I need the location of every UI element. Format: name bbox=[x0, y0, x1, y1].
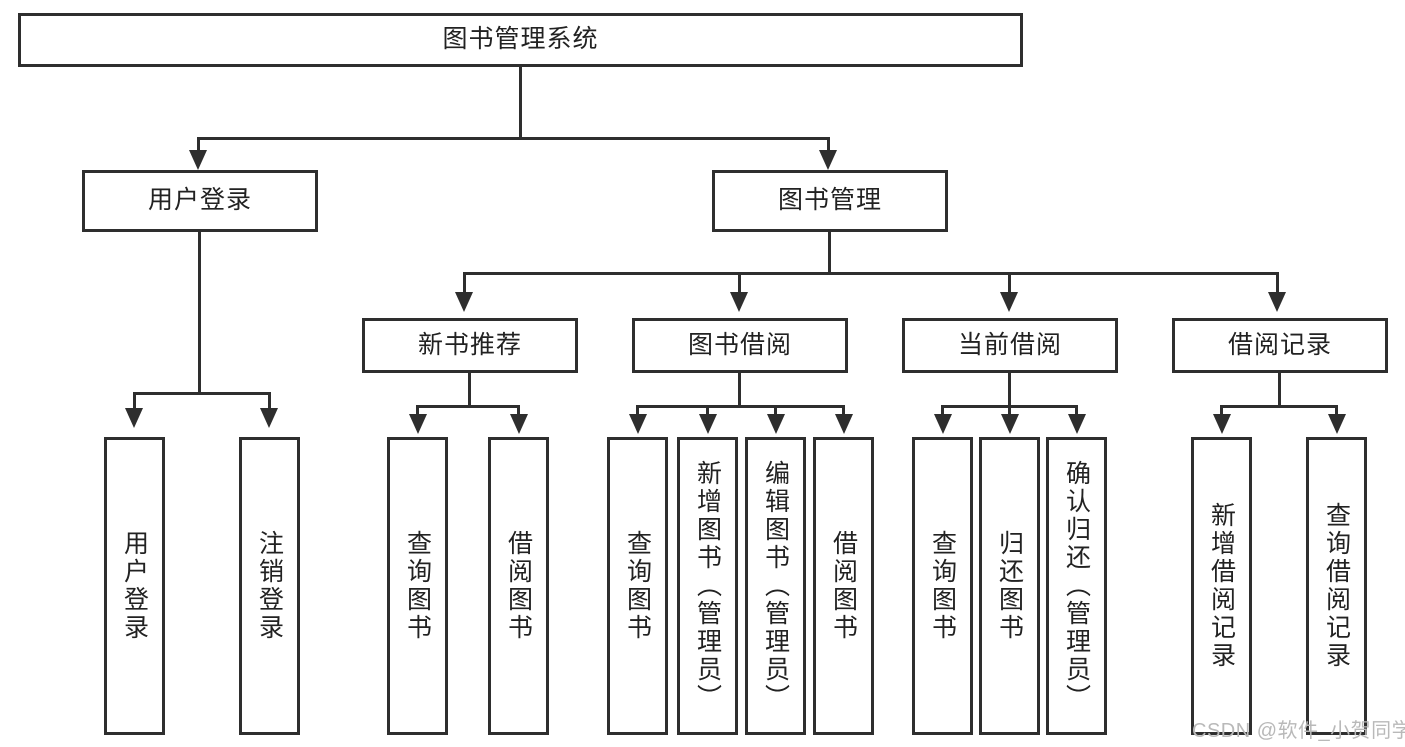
arrowhead-new-book-2 bbox=[510, 414, 528, 434]
arrowhead-user-login-1 bbox=[125, 408, 143, 428]
edge-borrow-record-stem bbox=[1278, 373, 1281, 407]
edge-new-book-drop-1 bbox=[416, 405, 419, 419]
arrowhead-current-borrow-2 bbox=[1001, 414, 1019, 434]
leaf-borrow-record-query[interactable]: 查询借阅记录 bbox=[1306, 437, 1367, 735]
leaf-label: 确认归还（管理员） bbox=[1062, 460, 1091, 712]
leaf-label: 注销登录 bbox=[255, 530, 284, 642]
leaf-book-borrow-edit[interactable]: 编辑图书（管理员） bbox=[745, 437, 806, 735]
leaf-label: 编辑图书（管理员） bbox=[761, 460, 790, 712]
edge-user-login-drop-2 bbox=[268, 392, 271, 412]
edge-book-mgmt-drop-1 bbox=[463, 272, 466, 296]
leaf-label: 归还图书 bbox=[995, 530, 1024, 642]
edge-current-borrow-stem bbox=[1008, 373, 1011, 407]
edge-book-borrow-drop-2 bbox=[706, 405, 709, 419]
edge-root-to-user-login bbox=[197, 137, 200, 155]
edge-book-borrow-drop-1 bbox=[636, 405, 639, 419]
edge-user-login-stem bbox=[198, 232, 201, 394]
edge-book-mgmt-bus bbox=[463, 272, 1279, 275]
node-root-system[interactable]: 图书管理系统 bbox=[18, 13, 1023, 67]
edge-book-borrow-drop-3 bbox=[774, 405, 777, 419]
arrowhead-user-login-2 bbox=[260, 408, 278, 428]
arrowhead-book-mgmt-3 bbox=[1000, 292, 1018, 312]
arrowhead-current-borrow-1 bbox=[934, 414, 952, 434]
arrowhead-book-mgmt-1 bbox=[455, 292, 473, 312]
edge-book-borrow-drop-4 bbox=[842, 405, 845, 419]
node-label: 借阅记录 bbox=[1227, 330, 1332, 359]
edge-new-book-bus bbox=[416, 405, 520, 408]
arrowhead-to-book-mgmt bbox=[819, 150, 837, 170]
edge-new-book-stem bbox=[468, 373, 471, 407]
leaf-current-borrow-query[interactable]: 查询图书 bbox=[912, 437, 973, 735]
node-label: 当前借阅 bbox=[957, 330, 1062, 359]
arrowhead-book-borrow-4 bbox=[835, 414, 853, 434]
edge-book-mgmt-stem bbox=[828, 232, 831, 274]
edge-current-borrow-drop-2 bbox=[1008, 405, 1011, 419]
edge-current-borrow-drop-3 bbox=[1075, 405, 1078, 419]
leaf-label: 查询图书 bbox=[928, 530, 957, 642]
arrowhead-book-borrow-2 bbox=[699, 414, 717, 434]
edge-borrow-record-drop-1 bbox=[1220, 405, 1223, 419]
leaf-book-borrow-borrow[interactable]: 借阅图书 bbox=[813, 437, 874, 735]
edge-book-borrow-bus bbox=[636, 405, 844, 408]
node-borrow-record[interactable]: 借阅记录 bbox=[1172, 318, 1388, 373]
leaf-current-borrow-confirm-return[interactable]: 确认归还（管理员） bbox=[1046, 437, 1107, 735]
arrowhead-borrow-record-2 bbox=[1328, 414, 1346, 434]
arrowhead-borrow-record-1 bbox=[1213, 414, 1231, 434]
node-user-login[interactable]: 用户登录 bbox=[82, 170, 318, 232]
edge-book-mgmt-drop-2 bbox=[738, 272, 741, 296]
edge-book-mgmt-drop-4 bbox=[1276, 272, 1279, 296]
leaf-user-login-login[interactable]: 用户登录 bbox=[104, 437, 165, 735]
arrowhead-to-user-login bbox=[189, 150, 207, 170]
leaf-label: 借阅图书 bbox=[829, 530, 858, 642]
node-label: 用户登录 bbox=[147, 186, 252, 215]
watermark-csdn: CSDN @软件_小贺同学 bbox=[1192, 720, 1405, 742]
leaf-borrow-record-add[interactable]: 新增借阅记录 bbox=[1191, 437, 1252, 735]
leaf-label: 借阅图书 bbox=[504, 530, 533, 642]
arrowhead-book-borrow-3 bbox=[767, 414, 785, 434]
arrowhead-book-mgmt-2 bbox=[730, 292, 748, 312]
leaf-book-borrow-query[interactable]: 查询图书 bbox=[607, 437, 668, 735]
leaf-new-book-query[interactable]: 查询图书 bbox=[387, 437, 448, 735]
edge-current-borrow-drop-1 bbox=[941, 405, 944, 419]
edge-borrow-record-drop-2 bbox=[1335, 405, 1338, 419]
leaf-label: 查询图书 bbox=[623, 530, 652, 642]
edge-user-login-bus bbox=[133, 392, 271, 395]
edge-book-mgmt-drop-3 bbox=[1008, 272, 1011, 296]
node-label: 图书管理 bbox=[777, 186, 882, 215]
leaf-user-login-logout[interactable]: 注销登录 bbox=[239, 437, 300, 735]
edge-borrow-record-bus bbox=[1220, 405, 1338, 408]
leaf-label: 查询借阅记录 bbox=[1322, 502, 1351, 670]
leaf-label: 新增借阅记录 bbox=[1207, 502, 1236, 670]
node-current-borrow[interactable]: 当前借阅 bbox=[902, 318, 1118, 373]
leaf-current-borrow-return[interactable]: 归还图书 bbox=[979, 437, 1040, 735]
leaf-label: 查询图书 bbox=[403, 530, 432, 642]
leaf-label: 用户登录 bbox=[120, 530, 149, 642]
edge-root-bus bbox=[197, 137, 830, 140]
leaf-book-borrow-add[interactable]: 新增图书（管理员） bbox=[677, 437, 738, 735]
leaf-new-book-borrow[interactable]: 借阅图书 bbox=[488, 437, 549, 735]
arrowhead-book-borrow-1 bbox=[629, 414, 647, 434]
leaf-label: 新增图书（管理员） bbox=[693, 460, 722, 712]
node-label: 新书推荐 bbox=[417, 330, 522, 359]
arrowhead-new-book-1 bbox=[409, 414, 427, 434]
arrowhead-current-borrow-3 bbox=[1068, 414, 1086, 434]
edge-root-to-book-mgmt bbox=[827, 137, 830, 155]
edge-root-stem bbox=[519, 67, 522, 139]
arrowhead-book-mgmt-4 bbox=[1268, 292, 1286, 312]
edge-user-login-drop-1 bbox=[133, 392, 136, 412]
node-new-book-recommend[interactable]: 新书推荐 bbox=[362, 318, 578, 373]
edge-new-book-drop-2 bbox=[517, 405, 520, 419]
node-book-management[interactable]: 图书管理 bbox=[712, 170, 948, 232]
edge-book-borrow-stem bbox=[738, 373, 741, 407]
node-label: 图书管理系统 bbox=[442, 25, 599, 54]
node-book-borrow[interactable]: 图书借阅 bbox=[632, 318, 848, 373]
node-label: 图书借阅 bbox=[687, 330, 792, 359]
